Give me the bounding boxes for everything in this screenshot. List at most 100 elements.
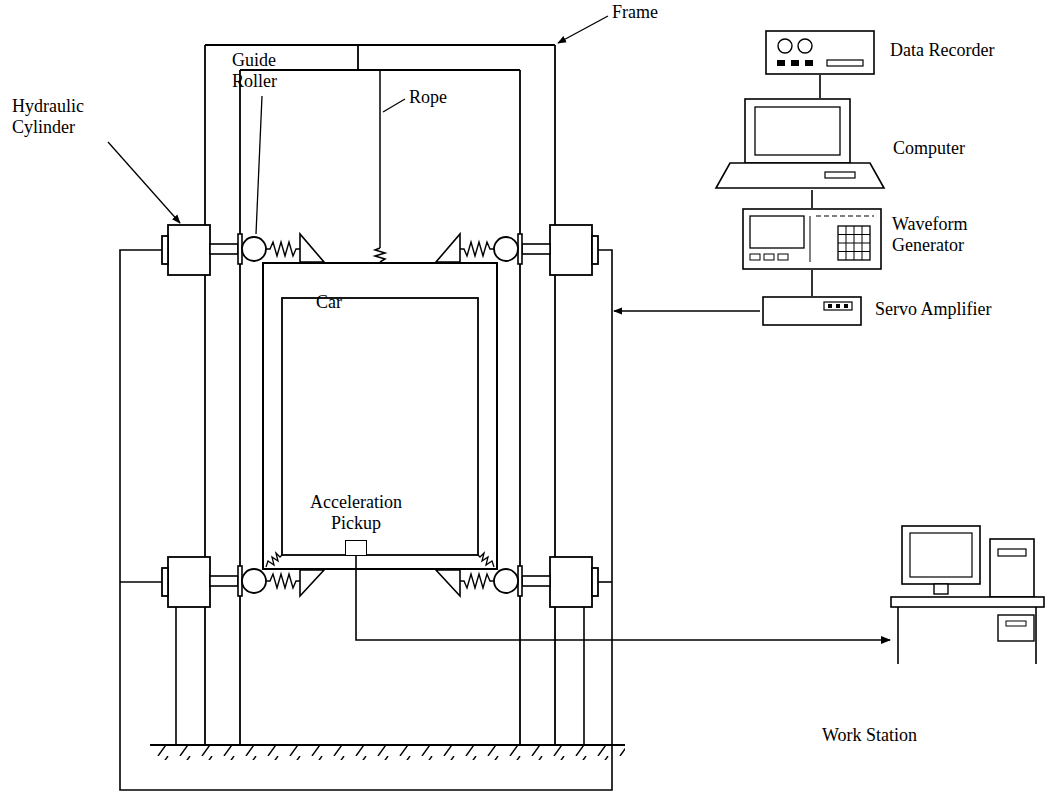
drawing-rect	[162, 236, 168, 264]
drawing-circle	[778, 39, 792, 53]
reaction-post	[176, 607, 584, 745]
drawing-rect	[902, 526, 980, 584]
drawing-rect	[791, 60, 799, 66]
part-label: Rope	[409, 87, 447, 108]
drawing-line	[120, 581, 168, 583]
node-label: Acceleration Pickup	[303, 492, 409, 533]
drawing-line	[846, 226, 847, 260]
drawing-rect	[750, 254, 760, 260]
drawing-rect	[743, 209, 881, 269]
drawing-rect	[805, 60, 813, 66]
drawing-circle	[242, 569, 266, 593]
drawing-line	[205, 44, 555, 46]
drawing-rect	[550, 557, 592, 607]
cabin-spring	[266, 553, 494, 567]
node-label: Car	[316, 292, 342, 313]
hydraulic-cylinder	[162, 225, 598, 607]
drawing-rect	[891, 597, 1044, 607]
drawing-rect	[838, 226, 870, 260]
drawing-polyline	[266, 574, 300, 588]
drawing-line	[108, 142, 180, 223]
work-station: Work Station	[890, 525, 1045, 665]
drawing-rect	[934, 584, 948, 594]
drawing-circle	[494, 237, 518, 261]
drawing-line	[810, 216, 811, 262]
node-label: Waveform Generator	[892, 214, 992, 255]
waveform-generator-icon	[742, 208, 882, 270]
node-label: Servo Amplifier	[875, 299, 991, 320]
base-loop	[120, 250, 612, 790]
drawing-rect	[824, 302, 852, 310]
drawing-rect	[1006, 621, 1026, 626]
drawing-line	[383, 99, 405, 112]
part-label: Guide Roller	[232, 50, 294, 91]
drawing-circle	[494, 569, 518, 593]
drawing-line	[583, 607, 585, 745]
piston-rod	[210, 234, 550, 596]
ground	[150, 745, 625, 760]
servo-amplifier-icon	[762, 296, 862, 326]
drawing-line	[379, 70, 381, 248]
drawing-line	[897, 607, 899, 664]
drawing-rect	[162, 568, 168, 596]
drawing-rect	[778, 254, 788, 260]
drawing-rect	[827, 60, 863, 66]
node-label: Computer	[893, 138, 965, 159]
data-recorder: Data Recorder	[765, 30, 875, 75]
car-box: CarAcceleration Pickup	[262, 262, 498, 570]
drawing-rect	[766, 31, 874, 74]
drawing-rect	[763, 297, 861, 325]
drawing-polyline	[266, 242, 300, 256]
guide-roller	[242, 237, 518, 593]
drawing-rect	[210, 244, 238, 254]
drawing-rect	[592, 236, 598, 264]
drawing-rect	[910, 533, 972, 577]
signal-wire	[811, 270, 813, 296]
part-label: Frame	[612, 2, 658, 23]
drawing-polygon	[436, 234, 460, 262]
drawing-line	[519, 70, 521, 745]
drawing-line	[175, 607, 177, 745]
drawing-rect	[755, 107, 840, 155]
work-station-icon	[890, 525, 1045, 665]
drawing-line	[558, 16, 608, 43]
drawing-rect	[777, 60, 785, 66]
servo-amplifier: Servo Amplifier	[762, 296, 862, 326]
data-recorder-icon	[765, 30, 875, 75]
drawing-line	[256, 96, 262, 234]
node-label: Work Station	[822, 725, 917, 746]
drawing-polyline	[478, 553, 494, 567]
drawing-line	[816, 215, 874, 216]
drawing-rect	[750, 216, 804, 248]
drawing-rect	[825, 172, 855, 178]
car-cabin	[282, 298, 478, 555]
node-label: Data Recorder	[890, 40, 994, 61]
drawing-line	[239, 70, 241, 745]
drawing-line	[150, 744, 625, 746]
drawing-rect	[998, 549, 1026, 556]
drawing-rect	[168, 225, 210, 275]
drawing-rect	[522, 244, 550, 254]
drawing-rect	[592, 568, 598, 596]
drawing-line	[1035, 607, 1037, 664]
drive-signal-line	[614, 310, 760, 312]
drawing-polyline	[120, 250, 612, 790]
drawing-polygon	[436, 570, 460, 596]
rope	[375, 70, 385, 262]
drawing-rect	[836, 304, 840, 308]
drawing-polyline	[460, 574, 494, 588]
drawing-rect	[550, 225, 592, 275]
drawing-line	[204, 45, 206, 745]
drawing-line	[862, 226, 863, 260]
computer-icon	[715, 98, 885, 190]
computer: Computer	[715, 98, 885, 190]
acceleration-pickup: Acceleration Pickup	[345, 540, 367, 556]
signal-wire	[819, 75, 821, 98]
drawing-rect	[210, 576, 238, 586]
drawing-polygon	[716, 163, 884, 188]
drawing-polyline	[375, 248, 385, 262]
leader-line	[108, 16, 608, 234]
drawing-polygon	[300, 234, 324, 262]
